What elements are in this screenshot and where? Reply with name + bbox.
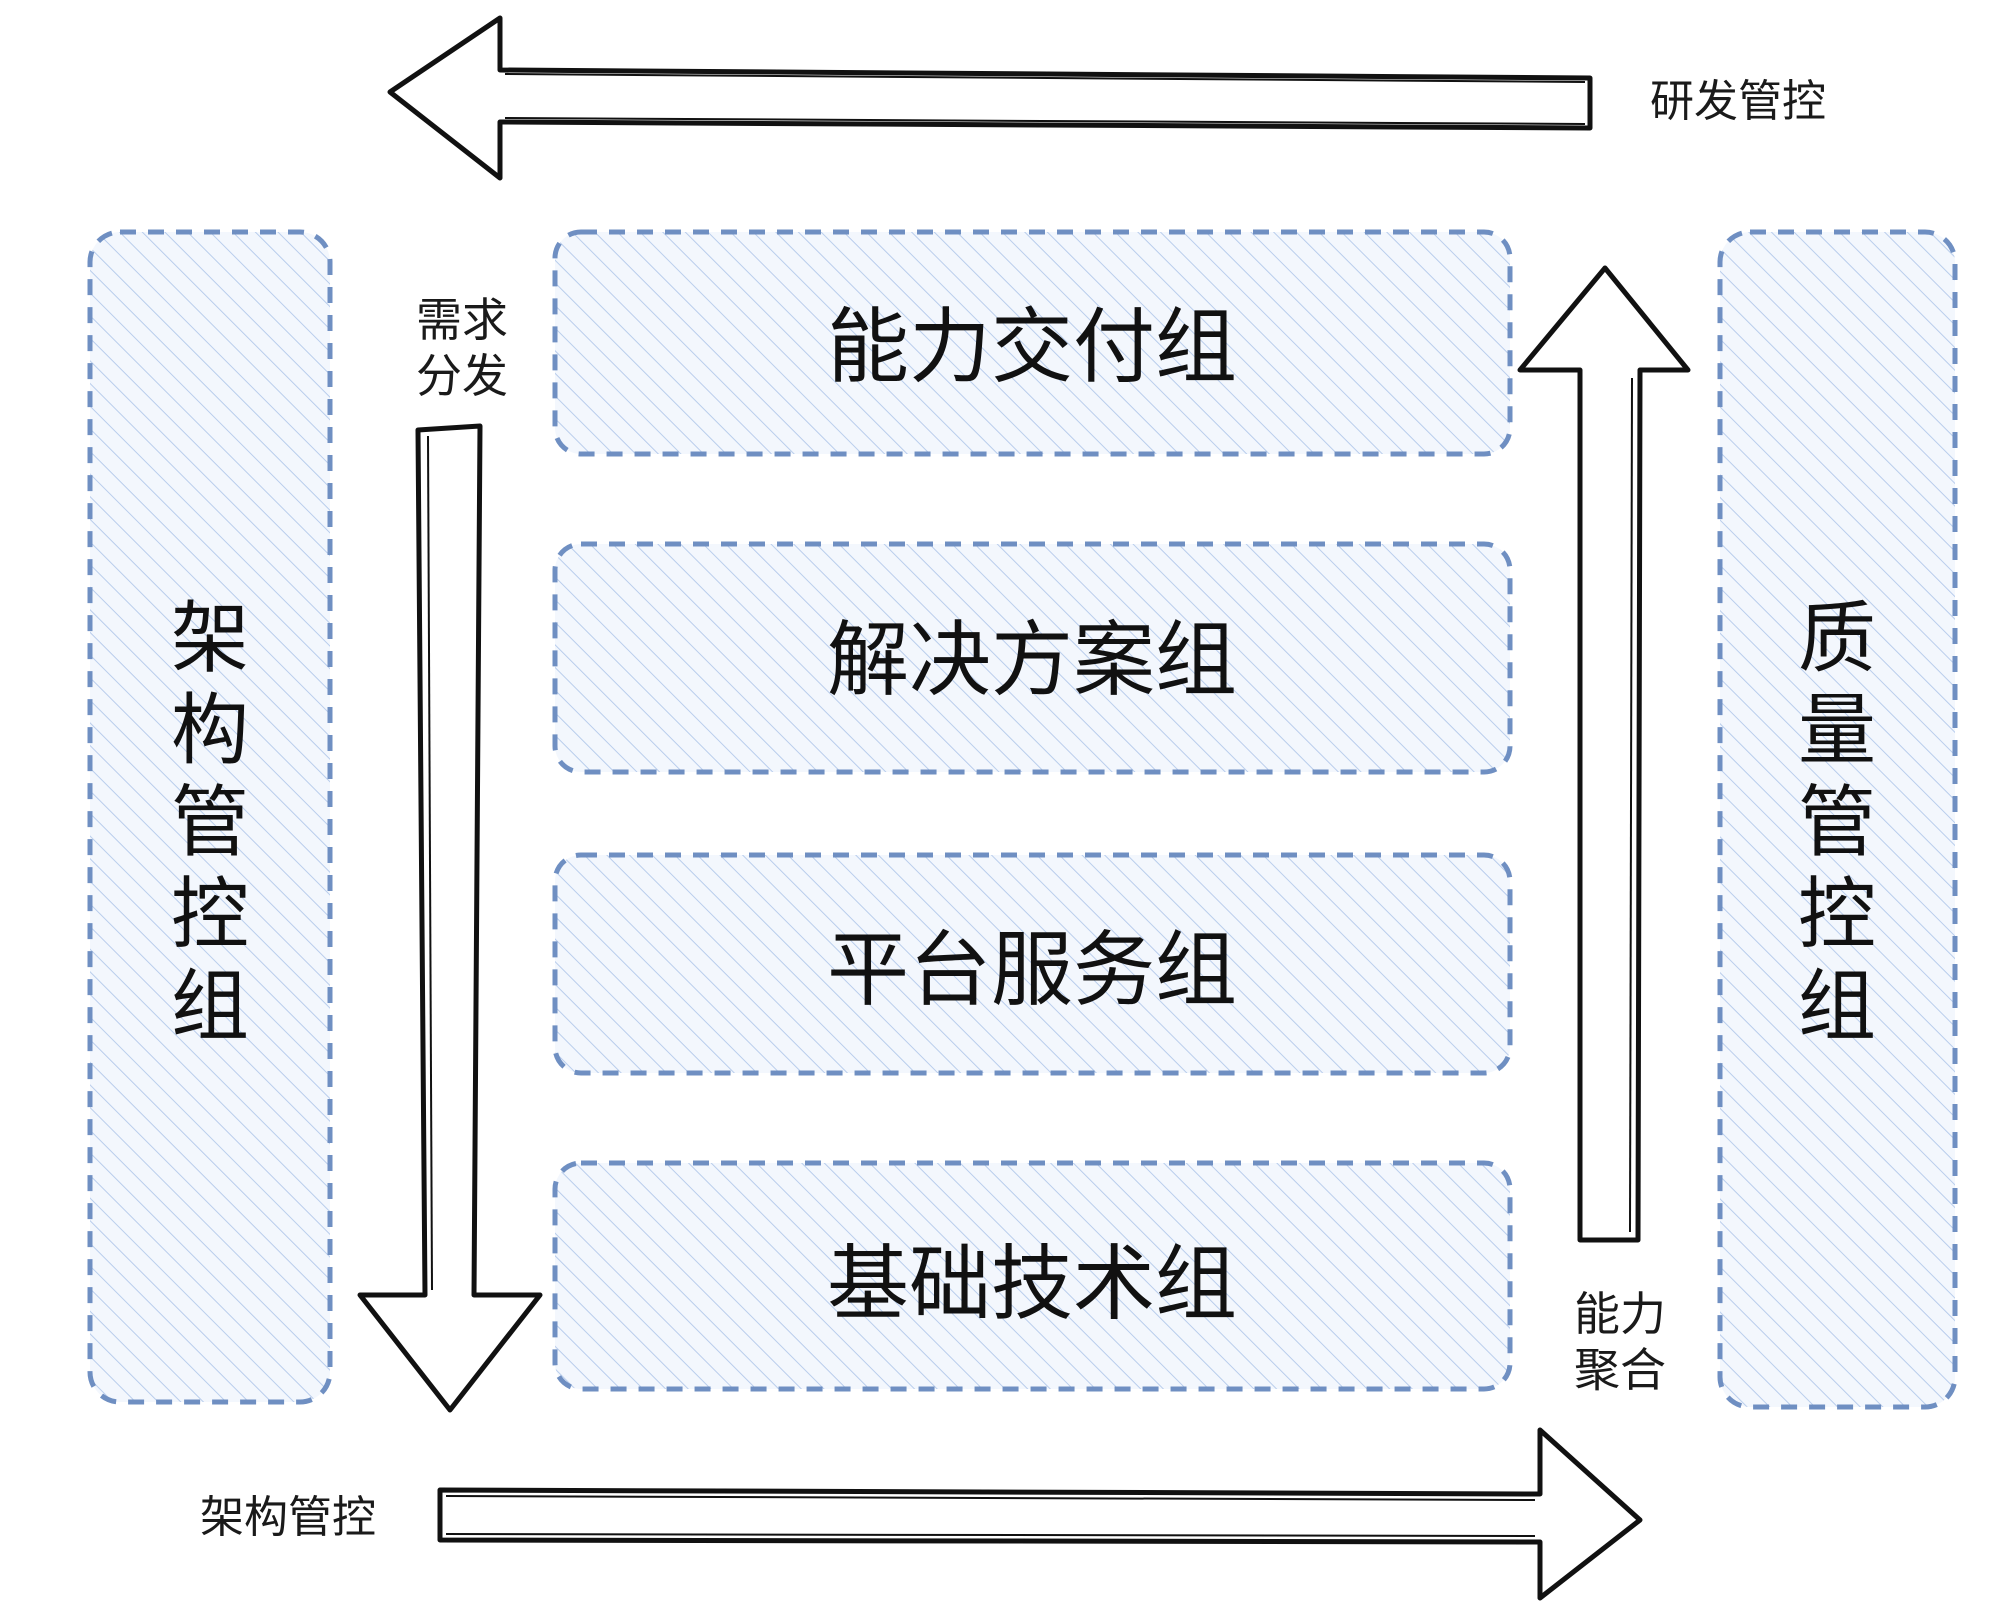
left-column-box: 架 构 管 控 组 <box>87 229 333 1405</box>
left-column-char-5: 组 <box>171 962 249 1052</box>
center-box-4: 基础技术组 <box>552 1160 1513 1392</box>
right-column-box: 质 量 管 控 组 <box>1717 229 1958 1410</box>
center-box-label-1: 能力交付组 <box>827 300 1237 395</box>
left-column-char-2: 构 <box>171 686 249 776</box>
up-arrow-label-line2: 聚合 <box>1574 1343 1666 1397</box>
center-box-2: 解决方案组 <box>552 541 1513 775</box>
center-box-1: 能力交付组 <box>552 229 1513 457</box>
left-column-char-3: 管 <box>171 778 249 868</box>
left-arrow-icon <box>387 15 1593 181</box>
right-arrow-icon <box>437 1427 1643 1601</box>
right-column-char-3: 管 <box>1798 778 1876 868</box>
right-column-char-4: 控 <box>1798 870 1876 960</box>
bottom-arrow-label: 架构管控 <box>200 1492 376 1543</box>
down-arrow-icon <box>357 423 543 1413</box>
right-column-char-5: 组 <box>1798 962 1876 1052</box>
right-column-char-1: 质 <box>1798 594 1876 684</box>
center-box-3: 平台服务组 <box>552 852 1513 1076</box>
center-box-label-3: 平台服务组 <box>827 923 1237 1018</box>
left-column-char-1: 架 <box>171 594 249 684</box>
down-arrow-label-line1: 需求 <box>416 293 508 347</box>
center-box-label-4: 基础技术组 <box>827 1237 1237 1332</box>
top-arrow: 研发管控 <box>387 15 1826 181</box>
right-column-char-2: 量 <box>1798 686 1876 776</box>
center-box-label-2: 解决方案组 <box>827 613 1237 708</box>
up-arrow-icon <box>1517 265 1691 1243</box>
left-column-char-4: 控 <box>171 870 249 960</box>
down-arrow: 需求 分发 <box>357 293 543 1413</box>
up-arrow-label-line1: 能力 <box>1574 1287 1666 1341</box>
down-arrow-label-line2: 分发 <box>416 349 508 403</box>
bottom-arrow: 架构管控 <box>200 1427 1643 1601</box>
top-arrow-label: 研发管控 <box>1650 76 1826 127</box>
up-arrow: 能力 聚合 <box>1517 265 1691 1397</box>
